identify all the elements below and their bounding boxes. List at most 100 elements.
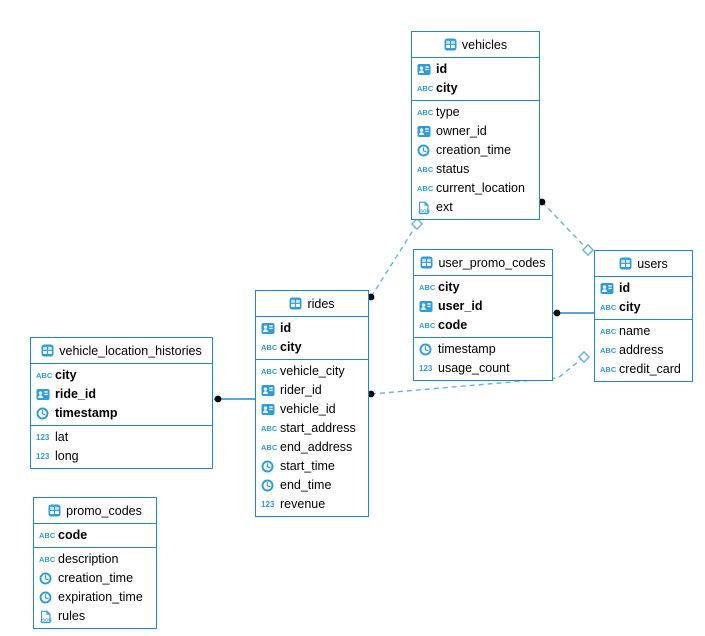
field-name: lat [55, 430, 69, 444]
field-name: rider_id [280, 383, 322, 397]
field-name: long [55, 449, 79, 463]
field-row-creation_time: creation_time [34, 569, 156, 588]
json-icon: JSON [39, 610, 58, 624]
table-title: vehicle_location_histories [59, 343, 202, 358]
table-icon [420, 256, 433, 269]
primary-key-row-id: id [256, 319, 368, 338]
text-icon: ABC [417, 164, 434, 174]
field-name: creation_time [58, 571, 134, 585]
text-icon: ABC [39, 530, 56, 540]
field-row-end_time: end_time [256, 476, 368, 495]
text-icon: ABC [419, 282, 436, 292]
table-header[interactable]: rides [256, 291, 368, 317]
primary-key-row-id: id [595, 279, 692, 298]
number-icon: 123 [36, 432, 50, 442]
cardinality-diamond-marker [581, 243, 595, 257]
id-badge-icon [261, 384, 280, 397]
field-name: creation_time [436, 143, 512, 157]
field-name: credit_card [619, 362, 681, 376]
field-name: current_location [436, 181, 525, 195]
clock-icon [419, 343, 438, 356]
table-header[interactable]: vehicle_location_histories [31, 338, 212, 364]
fields-section: timestamp 123 usage_count [414, 337, 552, 380]
relationship-line-rides-users[interactable] [370, 356, 585, 395]
field-name: timestamp [438, 342, 496, 356]
clock-icon [417, 144, 436, 157]
svg-text:JSON: JSON [418, 208, 430, 213]
field-name: id [280, 321, 292, 335]
field-row-vehicle_id: vehicle_id [256, 400, 368, 419]
table-header[interactable]: user_promo_codes [414, 250, 552, 276]
field-row-start_time: start_time [256, 457, 368, 476]
id-badge-icon [417, 125, 436, 138]
relationship-line-vehicles-rides[interactable] [370, 223, 418, 298]
text-icon: ABC [36, 370, 53, 380]
table-title: user_promo_codes [438, 255, 546, 270]
text-icon: ABC [261, 423, 278, 433]
table-icon [289, 297, 302, 310]
field-name: start_time [280, 459, 335, 473]
field-name: end_address [280, 440, 353, 454]
svg-text:JSON: JSON [40, 617, 52, 622]
field-name: type [436, 105, 460, 119]
table-header[interactable]: vehicles [412, 32, 539, 58]
field-row-owner_id: owner_id [412, 122, 539, 141]
field-name: status [436, 162, 470, 176]
clock-icon [261, 479, 280, 492]
text-icon: ABC [600, 302, 617, 312]
field-name: vehicle_id [280, 402, 336, 416]
field-name: usage_count [438, 361, 510, 375]
primary-key-row-id: id [412, 60, 539, 79]
field-name: start_address [280, 421, 356, 435]
text-icon: ABC [261, 342, 278, 352]
table-icon [619, 257, 632, 270]
field-name: ext [436, 200, 453, 214]
text-icon: ABC [600, 364, 617, 374]
json-icon: JSON [417, 201, 436, 215]
text-icon: ABC [261, 366, 278, 376]
primary-key-row-timestamp: timestamp [31, 404, 212, 423]
field-name: code [58, 528, 88, 542]
table-header[interactable]: promo_codes [34, 498, 156, 524]
field-name: city [619, 300, 641, 314]
field-name: revenue [280, 497, 326, 511]
number-icon: 123 [36, 451, 50, 461]
table-header[interactable]: users [595, 251, 692, 277]
field-name: vehicle_city [280, 364, 345, 378]
field-name: timestamp [55, 406, 118, 420]
field-name: city [436, 81, 458, 95]
number-icon: 123 [419, 363, 433, 373]
field-name: expiration_time [58, 590, 143, 604]
relationship-line-vehicles-users[interactable] [541, 201, 589, 251]
field-row-lat: 123 lat [31, 428, 212, 447]
primary-key-row-ride_id: ride_id [31, 385, 212, 404]
table-title: vehicles [461, 37, 508, 52]
